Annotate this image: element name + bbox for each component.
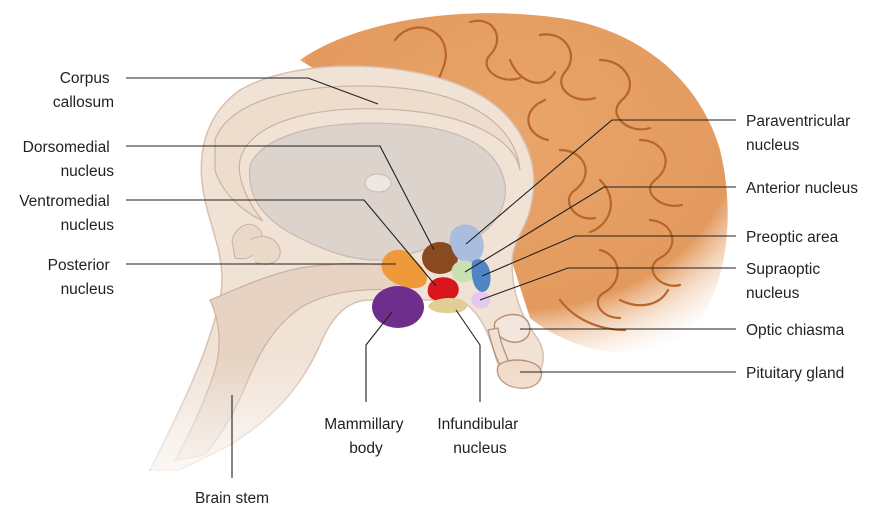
label-preoptic-area: Preoptic area	[746, 229, 839, 246]
label-posterior-nucleus: Posterior nucleus	[48, 257, 115, 298]
label-dorsomedial-nucleus: Dorsomedial nucleus	[23, 139, 115, 180]
label-optic-chiasma: Optic chiasma	[746, 322, 845, 339]
brain-illustration	[150, 0, 887, 510]
label-anterior-nucleus: Anterior nucleus	[746, 180, 858, 197]
label-brain-stem: Brain stem	[195, 490, 269, 507]
label-corpus-callosum: Corpus callosum	[53, 70, 114, 111]
label-pituitary-gland: Pituitary gland	[746, 365, 844, 382]
label-ventromedial-nucleus: Ventromedial nucleus	[19, 193, 114, 234]
